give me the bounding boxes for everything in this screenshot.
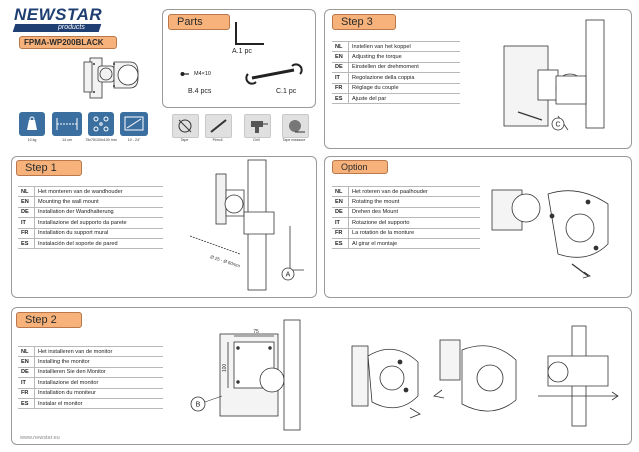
- brand-logo-text: NEWSTAR: [14, 5, 103, 24]
- website-url[interactable]: www.newstar.eu: [20, 435, 60, 441]
- tool-label: Pencil: [212, 138, 223, 142]
- screw-icon: [180, 72, 189, 76]
- spec-label: 75x75/100x100 mm: [85, 138, 117, 142]
- wrench-icon: [245, 63, 303, 85]
- tool-label: Tape: [180, 138, 189, 142]
- step2-bracket-illustration: [351, 345, 421, 419]
- step2-dim-side: 100: [222, 364, 228, 373]
- part-b-label: B.4 pcs: [188, 88, 212, 95]
- weight-icon: [19, 112, 45, 136]
- step2-rotate-illustration: [433, 339, 517, 412]
- step2-title: Step 2: [16, 312, 82, 328]
- step1-title: Step 1: [16, 160, 82, 176]
- brand-logo-sub: products: [58, 24, 85, 31]
- tool-label: Tape measure: [282, 138, 306, 142]
- drill-icon: [244, 114, 271, 138]
- pencil-icon: [205, 114, 232, 138]
- brand-logo: NEWSTAR products: [12, 5, 124, 35]
- model-name: FPMA-WP200BLACK: [24, 38, 104, 47]
- tool-label: Drill: [253, 138, 260, 142]
- spec-label: 10 kg: [27, 138, 37, 142]
- step1-illustration: Ø 25 - Ø 60mm A: [189, 159, 304, 291]
- part-a-label: A.1 pc: [232, 48, 252, 55]
- step3-callout: C: [555, 122, 560, 129]
- tape-measure-icon: [282, 114, 309, 138]
- part-c-label: C.1 pc: [276, 88, 297, 95]
- vesa-icon: [88, 112, 114, 136]
- width-icon: [52, 112, 82, 136]
- step2-pole-illustration: [538, 325, 619, 427]
- step1-callout: A: [286, 272, 291, 279]
- part-b-size: M4×10: [194, 71, 211, 77]
- model-badge: FPMA-WP200BLACK: [19, 36, 117, 49]
- mount-product-illustration: [83, 57, 139, 99]
- step2-callout: B: [196, 402, 201, 409]
- spec-label: 14 cm: [62, 138, 72, 142]
- allen-key-icon: [235, 22, 264, 45]
- step3-title: Step 3: [332, 14, 396, 30]
- screen-size-icon: [120, 112, 148, 136]
- step3-illustration: C: [503, 19, 605, 131]
- option-illustration: [491, 189, 609, 279]
- step2-monitor-illustration: 75 100 B: [190, 319, 301, 431]
- step2-dim-top: 75: [253, 329, 259, 335]
- parts-title: Parts: [168, 14, 230, 30]
- option-title: Option: [332, 160, 388, 174]
- tape-icon: [172, 114, 199, 138]
- step1-dimension: Ø 25 - Ø 60mm: [210, 254, 241, 268]
- spec-label: 10 - 24": [127, 138, 141, 142]
